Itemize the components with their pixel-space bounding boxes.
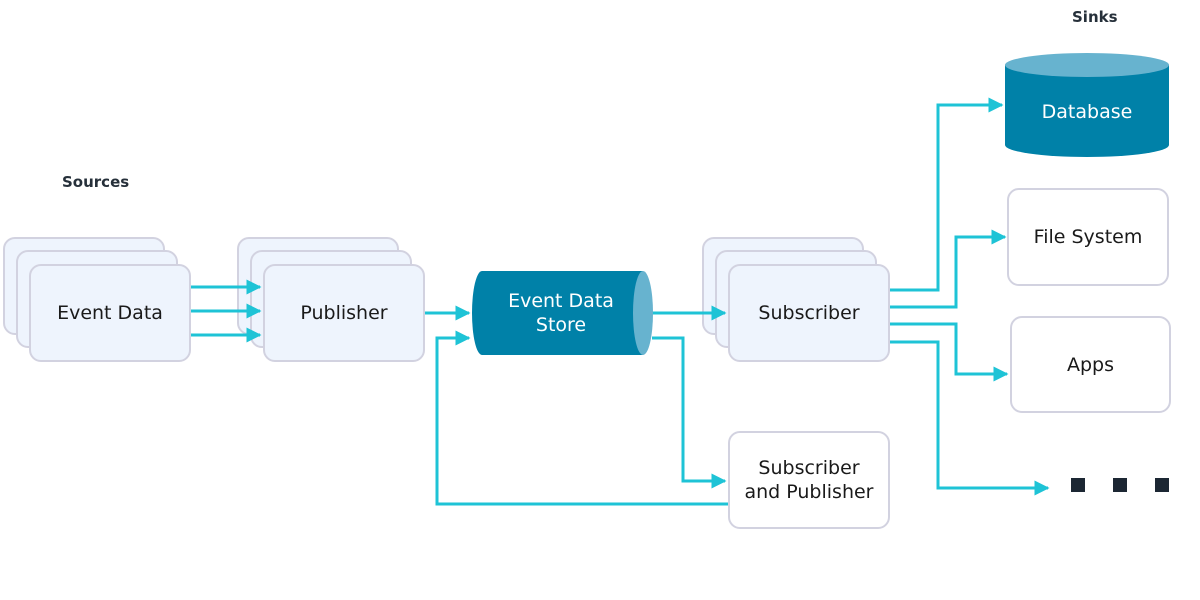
connector-store-to-sub-pub [652, 336, 727, 489]
apps-node[interactable]: Apps [1010, 316, 1171, 413]
ellipsis-dot [1155, 478, 1169, 492]
apps-label: Apps [1066, 353, 1115, 376]
event-data-label: Event Data [57, 302, 163, 324]
event-data-store-label: Event Data Store [480, 288, 642, 338]
connector-subscriber-to-file-system [890, 229, 1007, 309]
event-data-store-node[interactable] [472, 271, 653, 355]
sinks-heading: Sinks [1072, 8, 1118, 26]
ellipsis-dot [1113, 478, 1127, 492]
event-data-node[interactable]: Event Data [29, 264, 191, 362]
subscriber-label: Subscriber [758, 302, 860, 324]
event-data-store-label-line2: Store [535, 314, 587, 336]
file-system-label: File System [1033, 226, 1143, 248]
connector-subscriber-to-more [890, 340, 1050, 496]
event-data-store-label-line1: Event Data [508, 290, 614, 312]
subscriber-and-publisher-label-line2: and Publisher [744, 481, 874, 503]
subscriber-and-publisher-label-line1: Subscriber [758, 457, 860, 479]
database-label: Database [1041, 101, 1133, 123]
sources-heading: Sources [62, 173, 130, 191]
ellipsis-icon [1071, 478, 1169, 492]
subscriber-and-publisher-node[interactable]: Subscriber and Publisher [728, 431, 890, 529]
ellipsis-dot [1071, 478, 1085, 492]
subscriber-node[interactable]: Subscriber [728, 264, 890, 362]
publisher-label: Publisher [300, 302, 388, 324]
database-node[interactable] [1005, 53, 1169, 157]
publisher-node[interactable]: Publisher [263, 264, 425, 362]
connector-subscriber-to-apps [890, 322, 1009, 382]
connector-subscriber-to-database [890, 97, 1004, 292]
connector-sub-pub-to-store [435, 330, 728, 506]
file-system-node[interactable]: File System [1007, 188, 1169, 286]
